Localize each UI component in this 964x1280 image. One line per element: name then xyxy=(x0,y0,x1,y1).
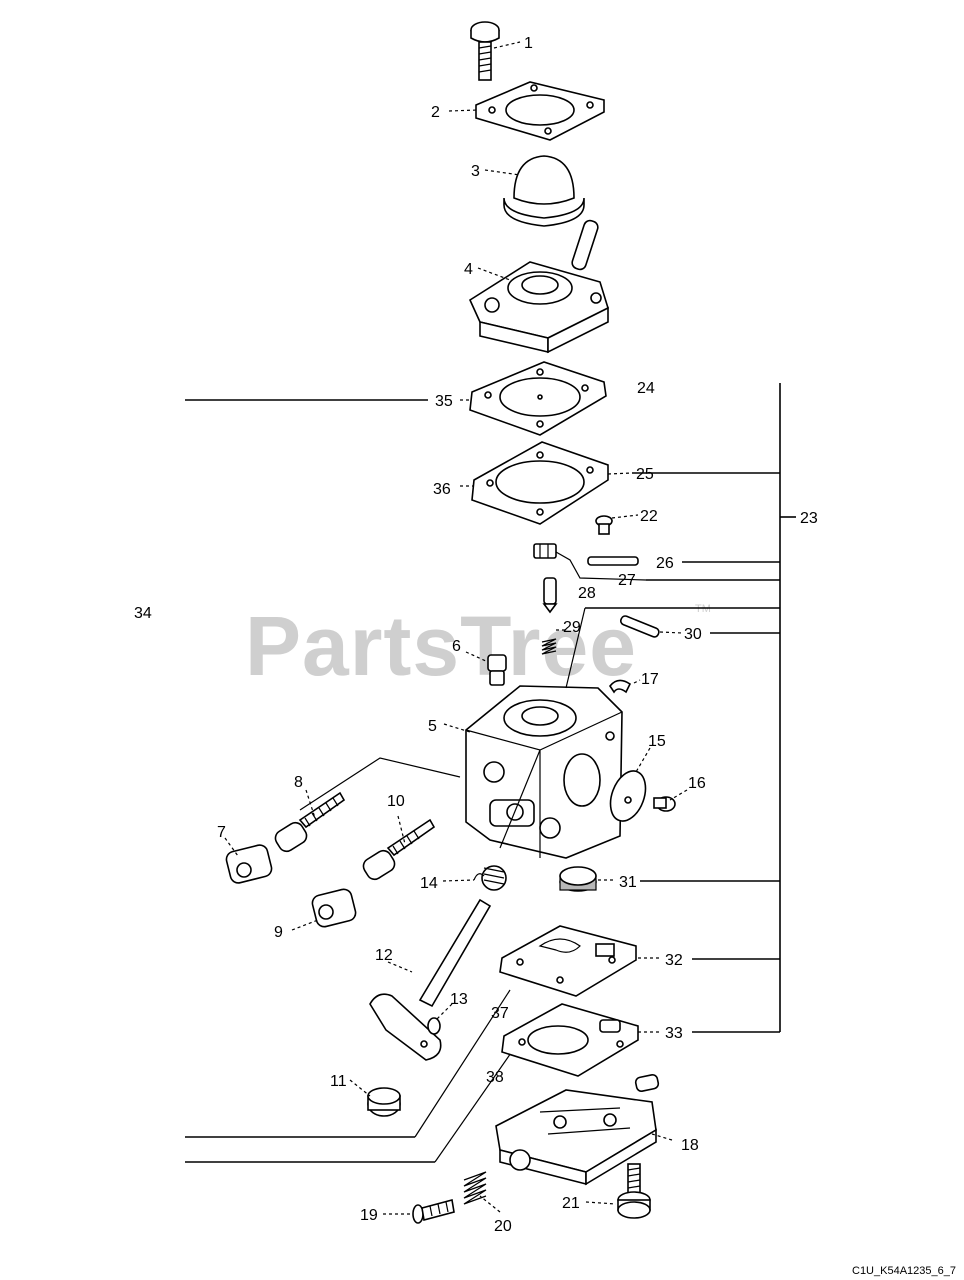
label-37: 37 xyxy=(491,1005,509,1022)
label-9: 9 xyxy=(274,924,283,941)
part-18-pump-body xyxy=(495,1073,660,1186)
part-19-screw xyxy=(412,1199,455,1224)
diagram-code: C1U_K54A1235_6_7 xyxy=(852,1265,956,1277)
part-11-knob xyxy=(367,1087,401,1117)
part-32-pump-diaphragm xyxy=(499,925,637,997)
part-16-screw xyxy=(653,796,676,812)
label-15: 15 xyxy=(648,733,666,750)
watermark: PartsTree xyxy=(245,599,637,693)
label-19: 19 xyxy=(360,1207,378,1224)
label-10: 10 xyxy=(387,793,405,810)
label-17: 17 xyxy=(641,671,659,688)
part-13-clip xyxy=(427,1017,441,1035)
part-8-needle xyxy=(274,791,346,853)
label-18: 18 xyxy=(681,1137,699,1154)
label-13: 13 xyxy=(450,991,468,1008)
label-4: 4 xyxy=(464,261,473,278)
part-35-diaphragm xyxy=(469,361,607,436)
part-2-gasket xyxy=(448,81,605,141)
label-2: 2 xyxy=(431,104,440,121)
label-32: 32 xyxy=(665,952,683,969)
label-36: 36 xyxy=(433,481,451,498)
callout-labels: 1 2 3 4 5 6 7 8 9 10 11 12 13 14 15 16 1… xyxy=(134,35,818,1235)
label-8: 8 xyxy=(294,774,303,791)
part-12-throttle-shaft xyxy=(369,898,492,1061)
watermark-trademark: TM xyxy=(695,603,711,615)
part-21-screw xyxy=(617,1163,651,1219)
label-21: 21 xyxy=(562,1195,580,1212)
kit-bracket-23 xyxy=(585,383,796,1033)
part-1-screw xyxy=(470,21,521,81)
label-27: 27 xyxy=(618,572,636,589)
label-34: 34 xyxy=(134,605,152,622)
part-17-clip xyxy=(609,679,632,694)
label-38: 38 xyxy=(486,1069,504,1086)
label-16: 16 xyxy=(688,775,706,792)
part-3-primer-bulb xyxy=(484,155,585,227)
label-14: 14 xyxy=(420,875,438,892)
part-26-pin xyxy=(587,556,639,566)
label-6: 6 xyxy=(452,638,461,655)
label-7: 7 xyxy=(217,824,226,841)
label-12: 12 xyxy=(375,947,393,964)
part-5-carburetor-body xyxy=(465,685,623,859)
part-33-pump-gasket xyxy=(501,1003,639,1077)
leader-lines xyxy=(224,399,688,1215)
label-28: 28 xyxy=(578,585,596,602)
part-6-plug xyxy=(487,654,507,686)
part-27-lever xyxy=(533,543,557,559)
part-14-spring xyxy=(473,865,507,891)
label-33: 33 xyxy=(665,1025,683,1042)
part-20-spring xyxy=(463,1171,487,1205)
label-35: 35 xyxy=(435,393,453,410)
part-9-limiter-cap xyxy=(311,888,357,928)
label-5: 5 xyxy=(428,718,437,735)
label-25: 25 xyxy=(636,466,654,483)
label-20: 20 xyxy=(494,1218,512,1235)
part-30-pin xyxy=(619,615,660,638)
part-7-limiter-cap xyxy=(225,844,273,884)
part-4-pump-cover xyxy=(468,219,609,354)
label-29: 29 xyxy=(563,619,581,636)
part-10-needle xyxy=(362,818,436,881)
part-28-inlet-needle xyxy=(542,577,558,614)
label-3: 3 xyxy=(471,163,480,180)
part-29-spring xyxy=(541,638,557,655)
label-23: 23 xyxy=(800,510,818,527)
label-31: 31 xyxy=(619,874,637,891)
part-22-screw xyxy=(595,515,613,535)
label-24: 24 xyxy=(637,380,655,397)
part-25-gasket xyxy=(471,441,609,525)
label-22: 22 xyxy=(640,508,658,525)
label-26: 26 xyxy=(656,555,674,572)
label-11: 11 xyxy=(330,1073,347,1090)
label-1: 1 xyxy=(524,35,533,52)
part-31-filter xyxy=(559,866,597,892)
kit-bracket-34 xyxy=(185,399,521,1163)
label-30: 30 xyxy=(684,626,702,643)
